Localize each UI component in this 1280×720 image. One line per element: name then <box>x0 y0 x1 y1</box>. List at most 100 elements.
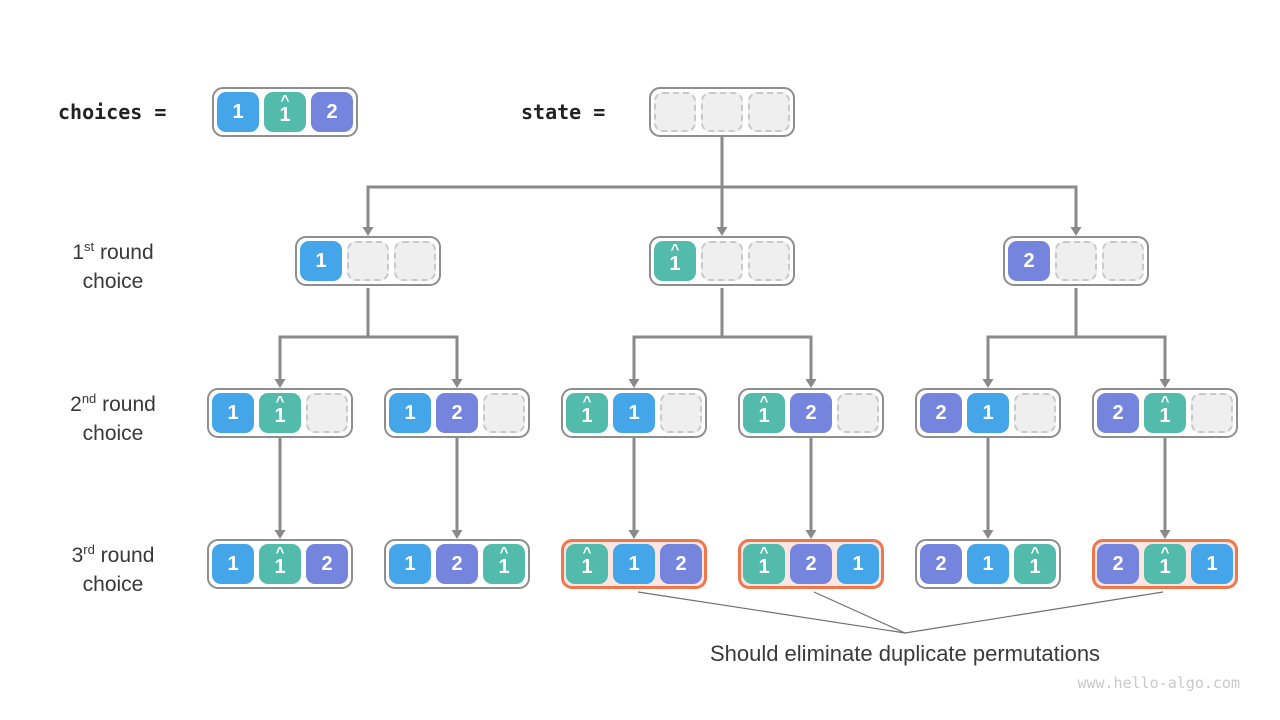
hat-mark: ^ <box>759 543 769 561</box>
element-1-hat: ^1 <box>566 393 608 433</box>
element-1-hat: ^1 <box>1144 544 1186 584</box>
empty-slot <box>483 393 525 433</box>
element-2: 2 <box>436 393 478 433</box>
hat-mark: ^ <box>499 543 509 561</box>
element-1: 1 <box>1191 544 1233 584</box>
element-value: 1 <box>1029 555 1041 578</box>
element-2: 2 <box>660 544 702 584</box>
round-label-line2: choice <box>82 422 144 445</box>
element-1-hat: ^1 <box>566 544 608 584</box>
round-3-label: 3rd round choice <box>28 535 198 599</box>
element-1-hat: ^1 <box>259 393 301 433</box>
element-value: 1 <box>1159 555 1171 578</box>
state-label: state = <box>521 100 618 124</box>
round-label-line1: 1st round <box>72 239 154 264</box>
element-value: 1 <box>1159 404 1171 427</box>
element-1: 1 <box>212 544 254 584</box>
round1-state-3: 2 <box>1003 236 1149 286</box>
element-1: 1 <box>967 544 1009 584</box>
round2-state-6: 2^1 <box>1092 388 1238 438</box>
hat-mark: ^ <box>582 543 592 561</box>
empty-slot <box>837 393 879 433</box>
element-2: 2 <box>1008 241 1050 281</box>
element-value: 1 <box>274 555 286 578</box>
empty-slot <box>1102 241 1144 281</box>
element-value: 1 <box>274 404 286 427</box>
element-value: 1 <box>279 103 291 126</box>
hat-mark: ^ <box>275 543 285 561</box>
empty-slot <box>394 241 436 281</box>
round1-state-1: 1 <box>295 236 441 286</box>
element-1-hat: ^1 <box>654 241 696 281</box>
element-value: 1 <box>498 555 510 578</box>
round-label-line1: 3rd round <box>71 542 155 567</box>
note-text: Should eliminate duplicate permutations <box>709 641 1101 666</box>
hat-mark: ^ <box>582 392 592 410</box>
element-1-hat: ^1 <box>1144 393 1186 433</box>
hat-mark: ^ <box>759 392 769 410</box>
empty-slot <box>1191 393 1233 433</box>
element-2: 2 <box>1097 544 1139 584</box>
element-1: 1 <box>300 241 342 281</box>
round2-state-1: 1^1 <box>207 388 353 438</box>
element-1-hat: ^1 <box>483 544 525 584</box>
element-2: 2 <box>306 544 348 584</box>
element-2: 2 <box>790 393 832 433</box>
element-2: 2 <box>1097 393 1139 433</box>
element-2: 2 <box>311 92 353 132</box>
element-1: 1 <box>389 544 431 584</box>
element-1: 1 <box>967 393 1009 433</box>
element-2: 2 <box>920 393 962 433</box>
empty-slot <box>1055 241 1097 281</box>
element-value: 1 <box>581 555 593 578</box>
hat-mark: ^ <box>1160 543 1170 561</box>
round1-state-2: ^1 <box>649 236 795 286</box>
round-1-label: 1st round choice <box>28 232 198 296</box>
empty-slot <box>748 92 790 132</box>
empty-slot <box>347 241 389 281</box>
hat-mark: ^ <box>275 392 285 410</box>
round-label-line1: 2nd round <box>70 391 156 416</box>
empty-slot <box>748 241 790 281</box>
hat-mark: ^ <box>670 240 680 258</box>
empty-slot <box>701 241 743 281</box>
round-label-line2: choice <box>82 573 144 596</box>
round-2-label: 2nd round choice <box>28 384 198 448</box>
empty-slot <box>701 92 743 132</box>
element-value: 1 <box>581 404 593 427</box>
hat-mark: ^ <box>1160 392 1170 410</box>
watermark: www.hello-algo.com <box>1077 674 1240 692</box>
element-2: 2 <box>920 544 962 584</box>
element-value: 1 <box>758 404 770 427</box>
empty-slot <box>654 92 696 132</box>
hat-mark: ^ <box>280 91 290 109</box>
state-box <box>649 87 795 137</box>
element-1: 1 <box>837 544 879 584</box>
element-1: 1 <box>212 393 254 433</box>
element-1-hat: ^1 <box>259 544 301 584</box>
element-value: 1 <box>758 555 770 578</box>
element-1: 1 <box>389 393 431 433</box>
hat-mark: ^ <box>1030 543 1040 561</box>
element-2: 2 <box>790 544 832 584</box>
round-label-line2: choice <box>82 270 144 293</box>
empty-slot <box>660 393 702 433</box>
element-1-hat: ^1 <box>1014 544 1056 584</box>
element-1-hat: ^1 <box>743 544 785 584</box>
element-1-hat: ^1 <box>743 393 785 433</box>
empty-slot <box>1014 393 1056 433</box>
element-2: 2 <box>436 544 478 584</box>
